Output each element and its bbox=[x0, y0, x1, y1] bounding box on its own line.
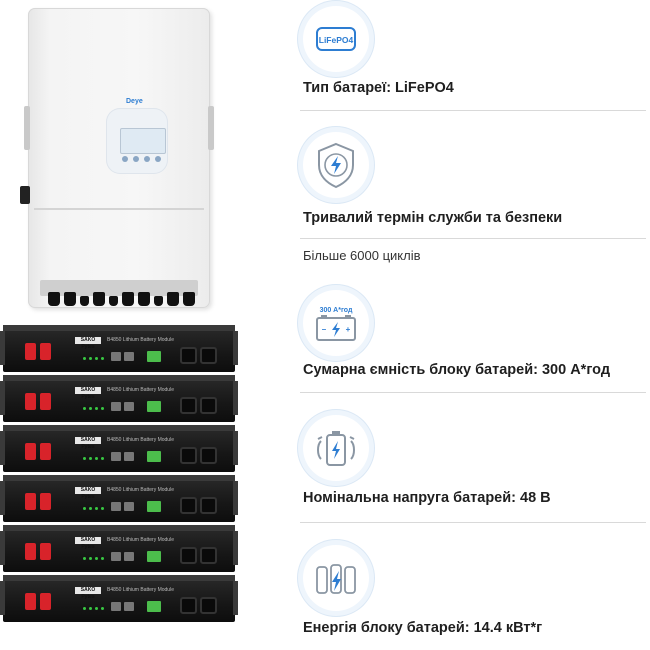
battery-dry-contact bbox=[147, 451, 161, 462]
battery-comm-port bbox=[124, 602, 134, 611]
battery-dry-contact bbox=[147, 501, 161, 512]
capacity-badge-text: 300 А*год bbox=[320, 307, 353, 314]
battery-status-leds bbox=[83, 607, 104, 610]
battery-status-leds bbox=[83, 557, 104, 560]
inverter-buttons bbox=[122, 156, 161, 162]
battery-terminal bbox=[40, 343, 51, 360]
battery-comm-port bbox=[111, 502, 121, 511]
battery-terminal bbox=[25, 493, 36, 510]
inverter-connector-strip bbox=[40, 280, 198, 296]
battery-terminal bbox=[25, 393, 36, 410]
battery-terminal bbox=[40, 543, 51, 560]
inverter-dc-switch bbox=[20, 186, 30, 204]
battery-power-connector bbox=[180, 597, 197, 614]
battery-module: SAKO Pytes B4850 Lithium Battery Module bbox=[0, 575, 238, 622]
battery-dry-contact bbox=[147, 601, 161, 612]
battery-comm-port bbox=[124, 452, 134, 461]
battery-terminal bbox=[25, 593, 36, 610]
spec-divider bbox=[300, 238, 646, 239]
inverter-handle-left bbox=[24, 106, 30, 150]
battery-capacity-icon: 300 А*год – + bbox=[303, 290, 369, 356]
battery-model-label: B4850 Lithium Battery Module bbox=[107, 337, 174, 343]
inverter-seam bbox=[34, 208, 204, 210]
battery-comm-port bbox=[124, 552, 134, 561]
battery-comm-port bbox=[124, 402, 134, 411]
battery-model-label: B4850 Lithium Battery Module bbox=[107, 537, 174, 543]
battery-status-leds bbox=[83, 407, 104, 410]
battery-status-leds bbox=[83, 457, 104, 460]
battery-terminal bbox=[25, 343, 36, 360]
battery-comm-port bbox=[111, 552, 121, 561]
battery-brand: SAKO Pytes bbox=[75, 537, 101, 550]
battery-power-connector bbox=[200, 547, 217, 564]
battery-terminal bbox=[40, 493, 51, 510]
battery-module: SAKO Pytes B4850 Lithium Battery Module bbox=[0, 425, 238, 472]
battery-terminal bbox=[40, 393, 51, 410]
battery-dry-contact bbox=[147, 401, 161, 412]
spec-subtitle: Більше 6000 циклів bbox=[303, 248, 421, 263]
battery-model-label: B4850 Lithium Battery Module bbox=[107, 387, 174, 393]
inverter-display bbox=[120, 128, 166, 154]
lifepo4-badge-text: LiFePO4 bbox=[319, 35, 354, 45]
battery-brand: SAKO Pytes bbox=[75, 487, 101, 500]
battery-status-leds bbox=[83, 507, 104, 510]
spec-divider bbox=[300, 522, 646, 523]
battery-dry-contact bbox=[147, 351, 161, 362]
battery-power-connector bbox=[200, 347, 217, 364]
battery-power-connector bbox=[180, 447, 197, 464]
spec-title: Сумарна ємність блоку батарей: 300 А*год bbox=[303, 362, 611, 378]
shield-lightning-icon bbox=[303, 132, 369, 198]
hybrid-inverter: Deye bbox=[20, 8, 214, 308]
battery-power-connector bbox=[180, 547, 197, 564]
battery-energy-icon bbox=[303, 545, 369, 611]
spec-divider bbox=[300, 392, 646, 393]
battery-module: SAKO Pytes B4850 Lithium Battery Module bbox=[0, 325, 238, 372]
battery-voltage-icon bbox=[303, 415, 369, 481]
battery-terminal bbox=[40, 443, 51, 460]
battery-dry-contact bbox=[147, 551, 161, 562]
svg-text:+: + bbox=[346, 325, 351, 334]
battery-terminal bbox=[40, 593, 51, 610]
battery-model-label: B4850 Lithium Battery Module bbox=[107, 487, 174, 493]
spec-title: Енергія блоку батарей: 14.4 кВт*г bbox=[303, 620, 543, 636]
inverter-cable-glands bbox=[48, 292, 195, 308]
battery-comm-port bbox=[111, 352, 121, 361]
battery-power-connector bbox=[200, 447, 217, 464]
battery-comm-port bbox=[124, 502, 134, 511]
battery-model-label: B4850 Lithium Battery Module bbox=[107, 437, 174, 443]
spec-title: Тривалий термін служби та безпеки bbox=[303, 210, 563, 226]
battery-power-connector bbox=[200, 597, 217, 614]
spec-divider bbox=[300, 110, 646, 111]
lifepo4-badge-icon: LiFePO4 bbox=[303, 6, 369, 72]
battery-brand: SAKO Pytes bbox=[75, 437, 101, 450]
inverter-logo: Deye bbox=[126, 98, 143, 105]
inverter-handle-right bbox=[208, 106, 214, 150]
battery-power-connector bbox=[200, 497, 217, 514]
battery-power-connector bbox=[180, 347, 197, 364]
battery-comm-port bbox=[111, 402, 121, 411]
battery-module: SAKO Pytes B4850 Lithium Battery Module bbox=[0, 525, 238, 572]
battery-power-connector bbox=[180, 497, 197, 514]
battery-terminal bbox=[25, 443, 36, 460]
battery-brand: SAKO Pytes bbox=[75, 587, 101, 600]
battery-power-connector bbox=[200, 397, 217, 414]
battery-comm-port bbox=[111, 452, 121, 461]
battery-terminal bbox=[25, 543, 36, 560]
battery-module: SAKO Pytes B4850 Lithium Battery Module bbox=[0, 475, 238, 522]
battery-comm-port bbox=[111, 602, 121, 611]
battery-status-leds bbox=[83, 357, 104, 360]
battery-power-connector bbox=[180, 397, 197, 414]
battery-brand: SAKO Pytes bbox=[75, 387, 101, 400]
battery-comm-port bbox=[124, 352, 134, 361]
battery-model-label: B4850 Lithium Battery Module bbox=[107, 587, 174, 593]
svg-text:–: – bbox=[322, 325, 327, 334]
spec-title: Тип батареї: LiFePO4 bbox=[303, 80, 454, 96]
spec-title: Номінальна напруга батарей: 48 В bbox=[303, 490, 551, 506]
battery-brand: SAKO Pytes bbox=[75, 337, 101, 350]
battery-module: SAKO Pytes B4850 Lithium Battery Module bbox=[0, 375, 238, 422]
